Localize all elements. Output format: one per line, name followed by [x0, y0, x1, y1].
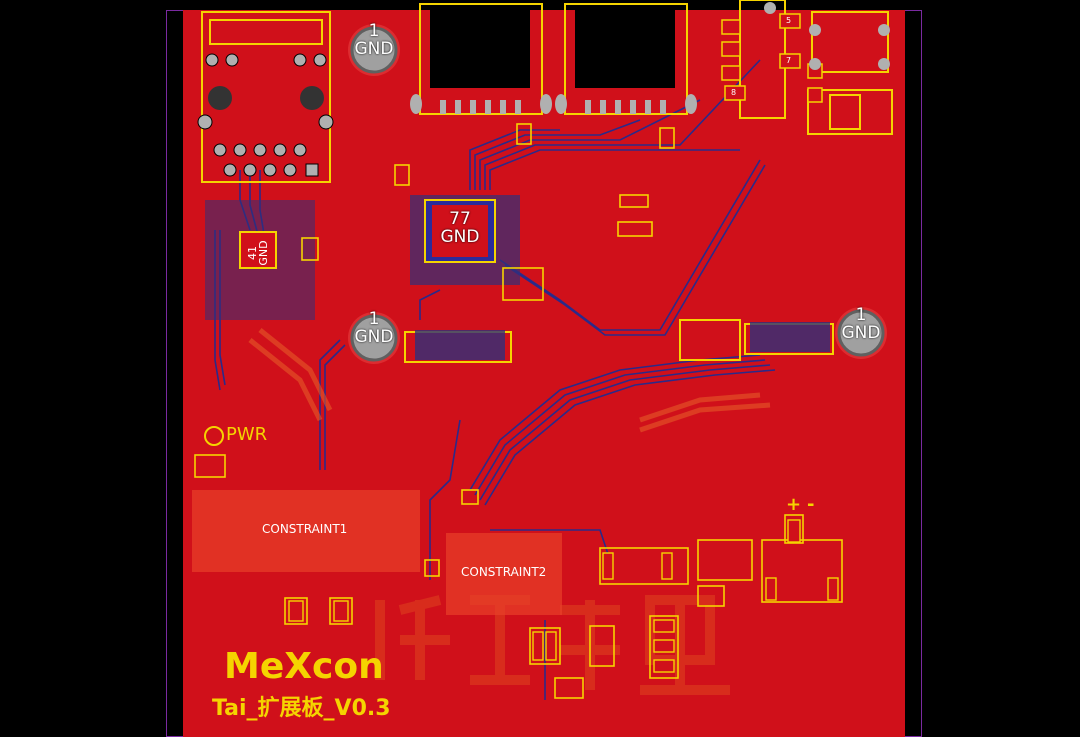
polarity-plus: + [786, 494, 802, 515]
rj45-footprint [201, 11, 331, 183]
usb-pins [410, 94, 697, 114]
eth-chip [205, 200, 315, 320]
usb-openings [430, 10, 675, 88]
mounting-holes [348, 24, 887, 364]
pin-number-8: 8 [731, 88, 737, 97]
fpc-pins [415, 322, 830, 360]
pwr-testpoint [204, 426, 224, 446]
passive-components [194, 123, 843, 699]
pin-number-7: 7 [786, 56, 792, 65]
smd-pads [288, 519, 839, 673]
usb-footprints [419, 3, 688, 115]
rj45-holes [208, 86, 324, 110]
brand-logo: MeXcon [224, 646, 384, 687]
header-holes [764, 2, 890, 70]
inner-layer-traces [248, 328, 771, 433]
board-name: Tai_扩展板_V0.3 [212, 696, 391, 721]
watermark-graphic [375, 595, 730, 695]
constraint1-label: CONSTRAINT1 [262, 522, 348, 536]
constraint2-label: CONSTRAINT2 [461, 565, 547, 579]
rj45-pads [197, 53, 334, 177]
pwr-label: PWR [226, 424, 268, 445]
header-pads [721, 13, 823, 103]
pin-number-5: 5 [786, 16, 792, 25]
main-chip [410, 195, 520, 285]
constraint-regions [192, 490, 562, 615]
polarity-minus: - [807, 494, 815, 515]
